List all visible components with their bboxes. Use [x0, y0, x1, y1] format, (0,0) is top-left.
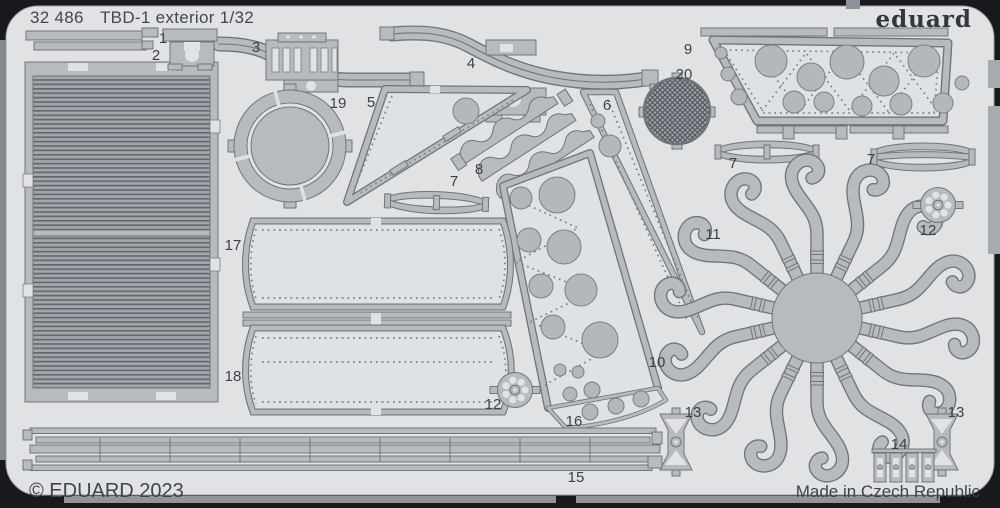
- part-9-firewall-panel: [700, 27, 970, 140]
- part-label-3: 3: [252, 39, 260, 56]
- copyright-text: © EDUARD 2023: [29, 480, 184, 502]
- part-label-13: 13: [948, 404, 965, 421]
- part-18-fuselage-panel: [242, 324, 515, 416]
- part-label-17: 17: [225, 237, 242, 254]
- part-19-cowl-ring: [227, 83, 353, 209]
- part-label-13: 13: [685, 404, 702, 421]
- right-edge-tab: [988, 60, 1000, 88]
- made-in-text: Made in Czech Republic: [796, 482, 981, 501]
- part-label-10: 10: [649, 354, 666, 371]
- part-label-11: 11: [705, 226, 721, 243]
- part-7-reinforcement: [383, 190, 490, 215]
- part-label-18: 18: [225, 368, 242, 385]
- bottom-edge-tab: [576, 496, 940, 503]
- right-edge-tab: [988, 106, 1000, 254]
- strip-end-tabs: [22, 429, 663, 471]
- part-8-wavy-flaps: [450, 87, 595, 199]
- part-7-reinforcement: [870, 142, 976, 172]
- part-label-15: 15: [568, 469, 585, 486]
- part-label-14: 14: [891, 436, 908, 453]
- part-label-7: 7: [867, 151, 875, 168]
- product-title: TBD-1 exterior 1/32: [100, 8, 254, 27]
- part-11-ignition-harness: [657, 160, 976, 476]
- part-15-strip: [29, 444, 661, 471]
- part-1-strip: [25, 27, 159, 51]
- bottom-edge-tab: [64, 496, 556, 503]
- part-label-9: 9: [684, 41, 692, 58]
- part-5-triangular-panel: [343, 85, 531, 206]
- part-label-12: 12: [485, 396, 502, 413]
- part-label-7: 7: [729, 155, 737, 172]
- part-label-19: 19: [330, 95, 347, 112]
- part-label-2: 2: [152, 47, 160, 64]
- brand-logo: eduard: [875, 6, 972, 33]
- catalog-number: 32 486: [30, 8, 84, 27]
- part-16-strip: [29, 427, 657, 444]
- part-label-12: 12: [920, 222, 937, 239]
- part-10-floor-panel: [499, 149, 669, 431]
- part-14-buckles: [871, 448, 937, 483]
- part-label-8: 8: [475, 161, 483, 178]
- left-edge-shadow: [0, 40, 6, 460]
- part-label-6: 6: [603, 97, 611, 114]
- part-17-fuselage-panel: [242, 217, 514, 311]
- part-7-reinforcement: [714, 140, 820, 164]
- part-2-ribbed-panel: [22, 61, 221, 403]
- part-3-cowl-strip: [162, 28, 425, 93]
- etched-parts: [22, 25, 977, 483]
- part-label-5: 5: [367, 94, 375, 111]
- part-label-7: 7: [450, 173, 458, 190]
- part-label-4: 4: [467, 55, 475, 72]
- part-label-1: 1: [159, 30, 167, 47]
- top-edge-tab: [846, 0, 860, 9]
- part-label-20: 20: [676, 66, 693, 83]
- part-6-triangular-panel: [579, 88, 706, 336]
- part-label-16: 16: [566, 413, 583, 430]
- part-20-mesh-grille: [638, 72, 716, 150]
